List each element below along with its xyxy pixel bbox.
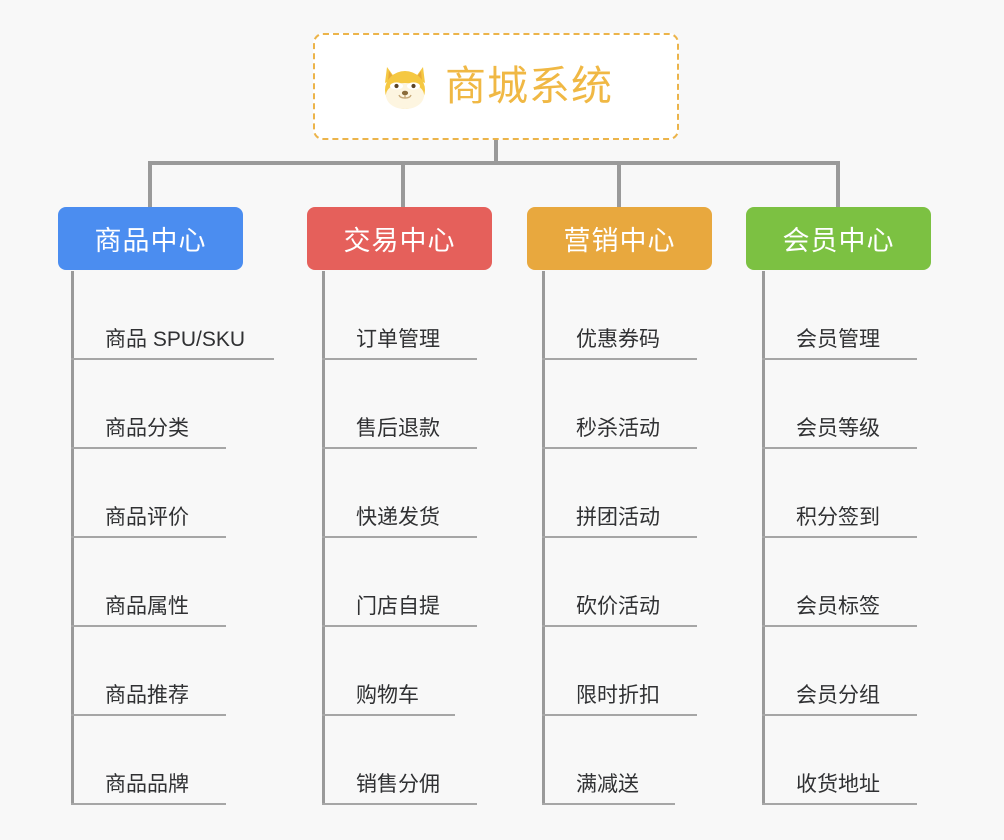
category-box-member-center[interactable]: 会员中心 <box>746 207 931 270</box>
leaf-label-after-sales-refund: 售后退款 <box>356 417 440 440</box>
connector-drop-trade-center <box>401 161 405 208</box>
connector-drop-member-center <box>836 161 840 208</box>
connector-spine-member-center <box>762 271 765 805</box>
category-label-trade-center: 交易中心 <box>343 226 456 256</box>
leaf-rule <box>71 625 226 627</box>
leaf-item-limited-time-discount[interactable]: 限时折扣 <box>542 627 697 716</box>
leaf-label-member-management: 会员管理 <box>796 328 880 351</box>
category-label-marketing-center: 营销中心 <box>563 226 676 256</box>
root-node-shop-system[interactable]: 商城系统 <box>313 33 679 140</box>
leaf-rule <box>762 803 917 805</box>
leaf-rule <box>542 447 697 449</box>
leaf-rule <box>322 714 455 716</box>
leaf-label-coupon-code: 优惠券码 <box>576 328 660 351</box>
leaf-item-product-brand[interactable]: 商品品牌 <box>71 716 226 805</box>
leaf-item-full-reduction[interactable]: 满减送 <box>542 716 675 805</box>
leaf-rule <box>322 803 477 805</box>
leaf-rule <box>71 803 226 805</box>
leaf-rule <box>71 714 226 716</box>
leaf-rule <box>542 803 675 805</box>
connector-drop-marketing-center <box>617 161 621 208</box>
leaf-label-flash-sale: 秒杀活动 <box>576 417 660 440</box>
leaf-item-shipping-address[interactable]: 收货地址 <box>762 716 917 805</box>
connector-spine-trade-center <box>322 271 325 805</box>
connector-spine-product-center <box>71 271 74 805</box>
leaf-label-member-group: 会员分组 <box>796 684 880 707</box>
leaf-label-shipping-address: 收货地址 <box>796 773 880 796</box>
connector-root-drop <box>494 140 498 165</box>
leaf-label-product-spu-sku: 商品 SPU/SKU <box>105 328 246 351</box>
leaf-item-after-sales-refund[interactable]: 售后退款 <box>322 360 477 449</box>
leaf-rule <box>762 447 917 449</box>
leaf-item-order-management[interactable]: 订单管理 <box>322 271 477 360</box>
leaf-label-store-pickup: 门店自提 <box>356 595 440 618</box>
leaf-label-product-review: 商品评价 <box>105 506 189 529</box>
connector-spine-marketing-center <box>542 271 545 805</box>
leaf-item-group-buy[interactable]: 拼团活动 <box>542 449 697 538</box>
leaf-label-member-level: 会员等级 <box>796 417 880 440</box>
leaf-item-product-category[interactable]: 商品分类 <box>71 360 226 449</box>
connector-drop-product-center <box>148 161 152 208</box>
category-box-product-center[interactable]: 商品中心 <box>58 207 243 270</box>
leaf-item-member-tag[interactable]: 会员标签 <box>762 538 917 627</box>
leaf-item-points-checkin[interactable]: 积分签到 <box>762 449 917 538</box>
leaf-item-express-shipping[interactable]: 快递发货 <box>322 449 477 538</box>
leaf-rule <box>542 536 697 538</box>
leaf-rule <box>542 358 697 360</box>
leaf-label-express-shipping: 快递发货 <box>356 506 440 529</box>
leaf-label-product-brand: 商品品牌 <box>105 773 189 796</box>
leaf-item-product-spu-sku[interactable]: 商品 SPU/SKU <box>71 271 274 360</box>
leaf-rule <box>71 447 226 449</box>
leaf-label-product-attribute: 商品属性 <box>105 595 189 618</box>
leaf-label-group-buy: 拼团活动 <box>576 506 660 529</box>
leaf-rule <box>322 358 477 360</box>
leaf-item-flash-sale[interactable]: 秒杀活动 <box>542 360 697 449</box>
leaf-item-member-level[interactable]: 会员等级 <box>762 360 917 449</box>
category-label-product-center: 商品中心 <box>94 226 207 256</box>
leaf-rule <box>322 536 477 538</box>
leaf-item-product-review[interactable]: 商品评价 <box>71 449 226 538</box>
leaf-rule <box>762 358 917 360</box>
leaf-label-sales-commission: 销售分佣 <box>356 773 440 796</box>
leaf-item-coupon-code[interactable]: 优惠券码 <box>542 271 697 360</box>
connector-trunk <box>148 161 840 165</box>
leaf-rule <box>762 714 917 716</box>
leaf-rule <box>71 358 274 360</box>
leaf-label-limited-time-discount: 限时折扣 <box>576 684 660 707</box>
leaf-item-sales-commission[interactable]: 销售分佣 <box>322 716 477 805</box>
category-box-marketing-center[interactable]: 营销中心 <box>527 207 712 270</box>
leaf-rule <box>762 625 917 627</box>
leaf-item-member-group[interactable]: 会员分组 <box>762 627 917 716</box>
leaf-rule <box>71 536 226 538</box>
leaf-label-product-recommend: 商品推荐 <box>105 684 189 707</box>
leaf-label-order-management: 订单管理 <box>356 328 440 351</box>
leaf-item-shopping-cart[interactable]: 购物车 <box>322 627 455 716</box>
leaf-item-product-recommend[interactable]: 商品推荐 <box>71 627 226 716</box>
leaf-label-points-checkin: 积分签到 <box>796 506 880 529</box>
leaf-rule <box>322 625 477 627</box>
leaf-item-product-attribute[interactable]: 商品属性 <box>71 538 226 627</box>
shiba-dog-face-icon <box>379 61 431 113</box>
leaf-item-store-pickup[interactable]: 门店自提 <box>322 538 477 627</box>
leaf-label-product-category: 商品分类 <box>105 417 189 440</box>
leaf-item-bargain[interactable]: 砍价活动 <box>542 538 697 627</box>
leaf-label-shopping-cart: 购物车 <box>356 684 419 707</box>
leaf-rule <box>322 447 477 449</box>
category-label-member-center: 会员中心 <box>782 226 895 256</box>
leaf-rule <box>762 536 917 538</box>
category-box-trade-center[interactable]: 交易中心 <box>307 207 492 270</box>
leaf-rule <box>542 714 697 716</box>
leaf-label-bargain: 砍价活动 <box>576 595 660 618</box>
leaf-label-full-reduction: 满减送 <box>576 773 639 796</box>
root-node-title: 商城系统 <box>445 63 613 109</box>
leaf-rule <box>542 625 697 627</box>
leaf-item-member-management[interactable]: 会员管理 <box>762 271 917 360</box>
leaf-label-member-tag: 会员标签 <box>796 595 880 618</box>
